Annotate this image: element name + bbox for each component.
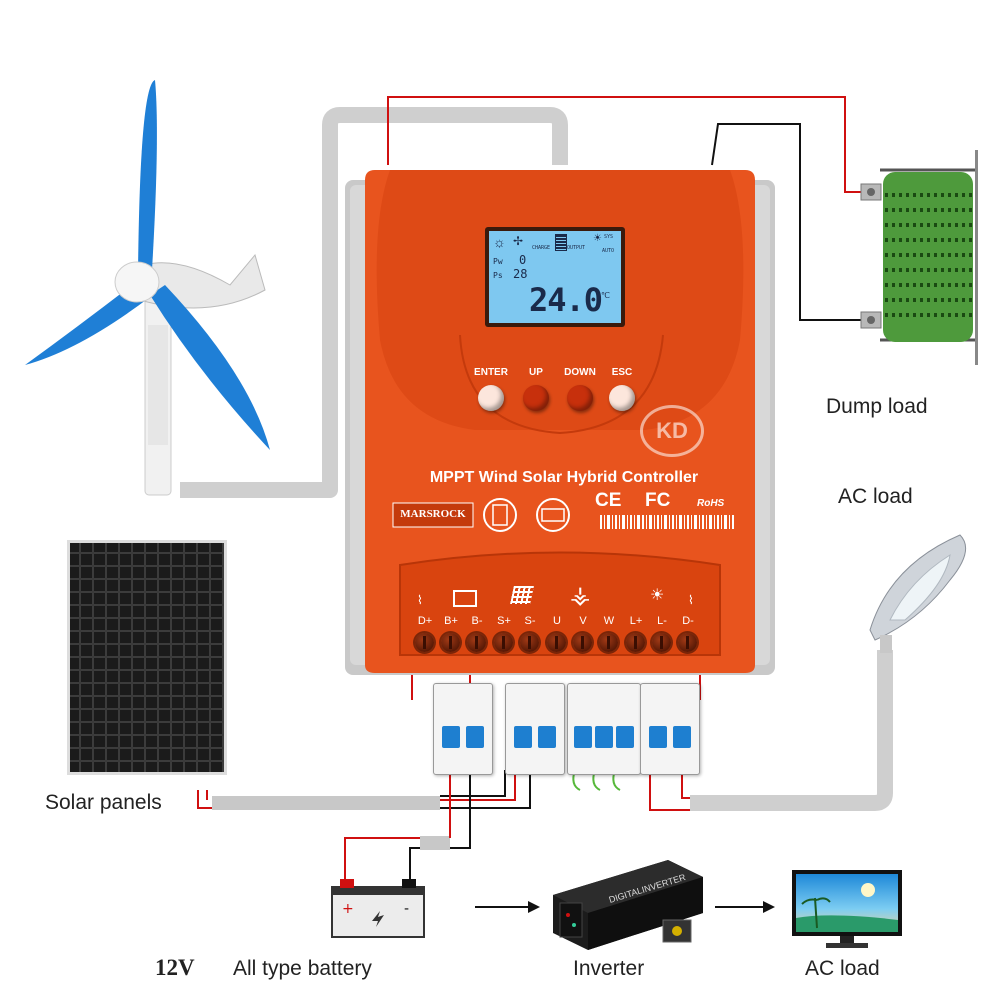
terminal-label-b-plus: B+ (444, 615, 458, 627)
terminal-screw[interactable] (467, 633, 486, 652)
battery-black-wire (409, 770, 471, 880)
terminal-screw[interactable] (678, 633, 697, 652)
load-breaker[interactable] (640, 683, 700, 775)
up-button[interactable] (523, 385, 549, 411)
esc-label: ESC (611, 367, 633, 378)
wind-terminal-icon: ⚶ (570, 582, 591, 609)
wind-turbine-icon (25, 80, 270, 496)
svg-text:+: + (342, 901, 354, 917)
terminal-screw[interactable] (599, 633, 618, 652)
inverter-icon: DIGITALINVERTER (553, 860, 703, 950)
ce-mark: CE (595, 490, 622, 511)
lcd-pw-value: 0 (519, 253, 527, 267)
lcd-ps-label: Ps (493, 271, 503, 280)
terminal-label-d-minus: D- (682, 615, 694, 627)
lcd-main-reading: 24.0 (529, 281, 603, 319)
lcd-charge-label: CHARGE (532, 245, 551, 251)
terminal-label-u: U (553, 615, 561, 627)
wind-breaker[interactable] (567, 683, 641, 775)
terminal-screw[interactable] (626, 633, 645, 652)
battery-breaker[interactable] (433, 683, 493, 775)
lcd-pw-label: Pw (493, 257, 503, 266)
battery-red-wire (344, 770, 451, 880)
rohs-mark: RoHS (697, 498, 725, 509)
down-label: DOWN (564, 367, 596, 378)
solar-panel-icon (67, 540, 227, 775)
dump-load-red-wire (387, 96, 875, 193)
terminal-screw[interactable] (441, 633, 460, 652)
solar-breaker[interactable] (505, 683, 565, 775)
watermark-logo: KD (640, 405, 704, 457)
dump-resistor-icon: ⌇ (417, 593, 423, 607)
battery-label: All type battery (233, 957, 372, 980)
dump-resistor-icon-2: ⌇ (688, 593, 694, 607)
turbine-cable (180, 107, 568, 498)
solar-terminal-icon (510, 586, 534, 604)
terminal-label-v: V (579, 615, 587, 627)
lcd-auto-label: AUTO (602, 248, 615, 254)
terminal-label-s-minus: S- (524, 615, 536, 627)
fc-mark: FC (645, 490, 671, 511)
terminal-label-l-minus: L- (657, 615, 667, 627)
hybrid-controller: KD ☼ ✢ CHARGE OUTPUT ☀ SYS AUTO Pw 0 Ps … (345, 165, 775, 675)
tv-icon (792, 870, 902, 948)
street-light-icon (869, 534, 967, 653)
terminal-screw[interactable] (520, 633, 539, 652)
terminal-label-d-plus: D+ (417, 615, 433, 627)
enter-label: ENTER (474, 367, 508, 378)
terminal-label-l-plus: L+ (629, 615, 643, 627)
dump-load-resistor-icon (860, 150, 978, 365)
voltage-label: 12V (155, 955, 195, 980)
svg-text:-: - (404, 901, 409, 917)
lcd-output-label: OUTPUT (567, 245, 586, 251)
fan-icon: ✢ (513, 234, 524, 248)
terminal-label-s-plus: S+ (497, 615, 511, 627)
esc-button[interactable] (609, 385, 635, 411)
enter-button[interactable] (478, 385, 504, 411)
ac-load-top-label: AC load (838, 485, 913, 508)
sun-icon: ☼ (493, 234, 506, 250)
brand-logo: MARSROCK (400, 508, 466, 520)
terminal-screw[interactable] (494, 633, 513, 652)
up-label: UP (529, 367, 543, 378)
lamp-terminal-icon: ☀ (650, 587, 665, 604)
lcd-sys-label: SYS (604, 234, 614, 240)
terminal-screw[interactable] (415, 633, 434, 652)
battery-terminal-icon (453, 590, 477, 607)
controller-title: MPPT Wind Solar Hybrid Controller (429, 469, 699, 486)
terminal-label-b-minus: B- (471, 615, 483, 627)
lcd-screen: ☼ ✢ CHARGE OUTPUT ☀ SYS AUTO Pw 0 Ps 28 … (485, 227, 625, 327)
terminal-label-w: W (603, 615, 615, 627)
down-button[interactable] (567, 385, 593, 411)
battery-icon: + - (331, 879, 425, 938)
terminal-screw[interactable] (652, 633, 671, 652)
solar-wires (197, 790, 212, 809)
dump-load-label: Dump load (826, 395, 928, 418)
terminal-screw[interactable] (547, 633, 566, 652)
lcd-unit: ℃ (601, 291, 610, 300)
bulb-icon: ☀ (593, 233, 602, 244)
ac-load-cable (690, 650, 893, 811)
terminal-screw[interactable] (573, 633, 592, 652)
solar-to-breaker (440, 770, 531, 809)
solar-panels-label: Solar panels (45, 791, 162, 814)
lcd-ps-value: 28 (513, 267, 528, 281)
battery-level-icon (555, 234, 567, 251)
dump-load-black-wire (711, 123, 875, 321)
ac-load-bottom-label: AC load (805, 957, 880, 980)
inverter-label: Inverter (573, 957, 645, 980)
